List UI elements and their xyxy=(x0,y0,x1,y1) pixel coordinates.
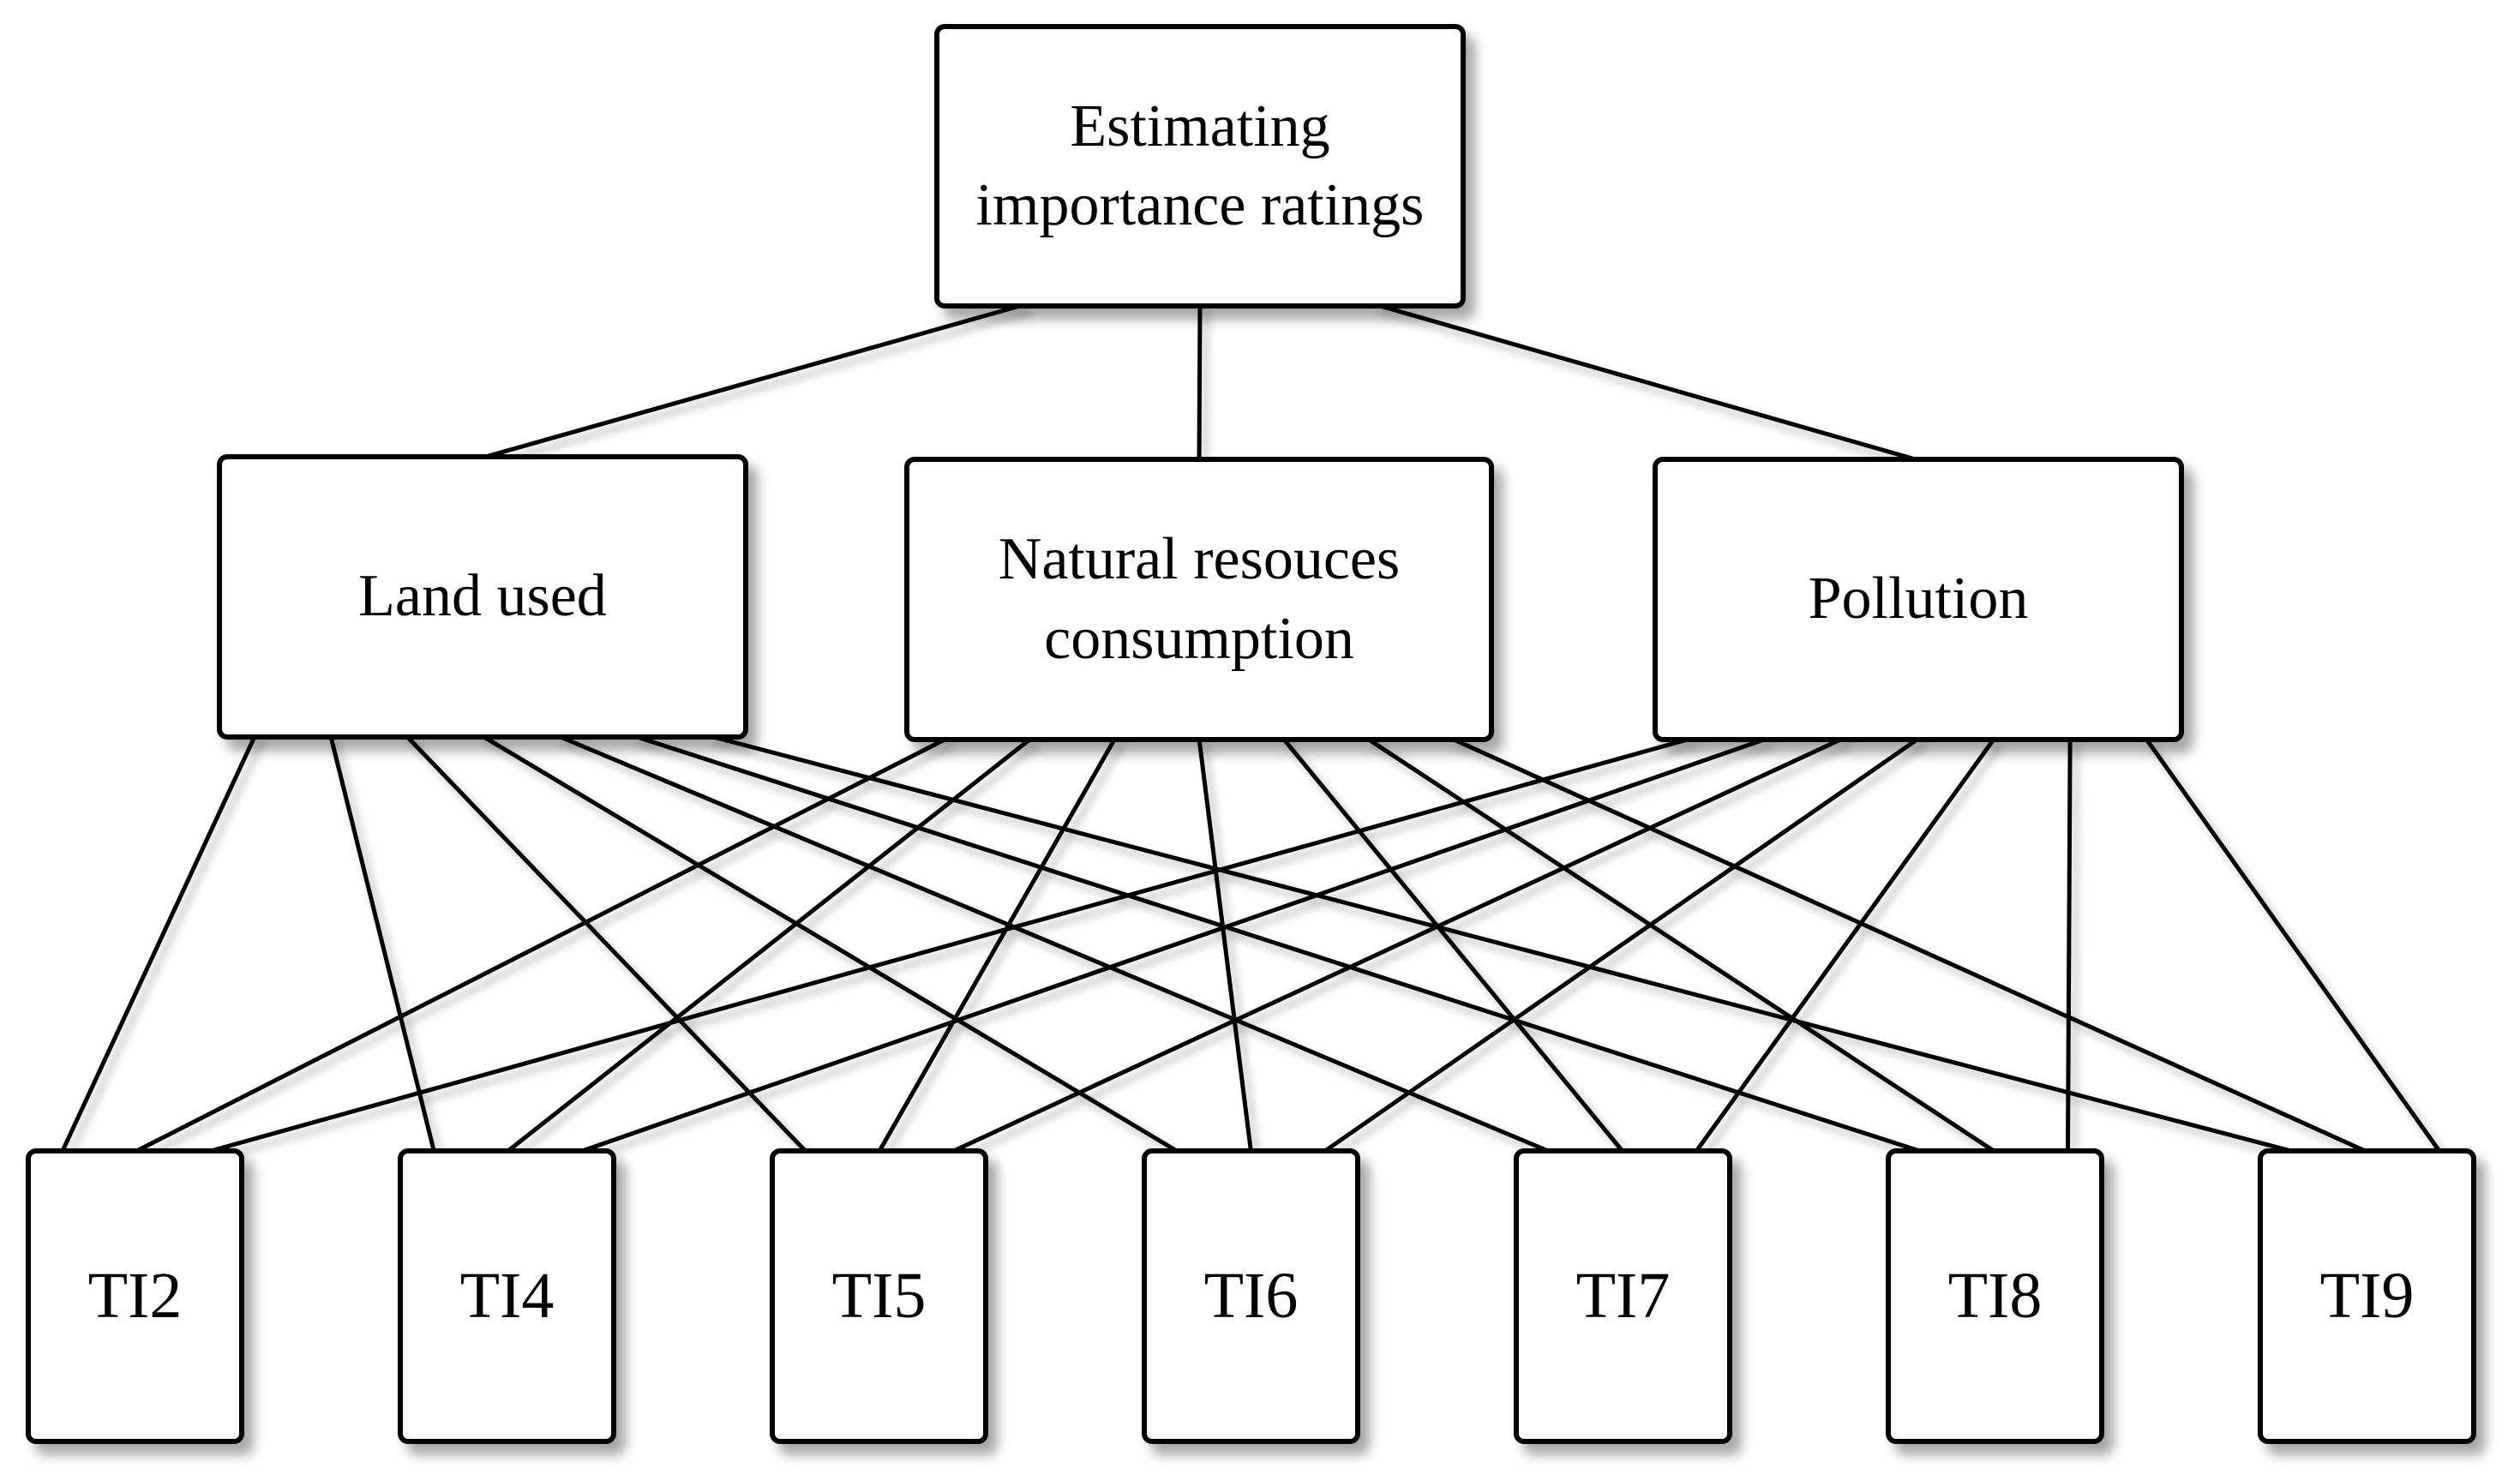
edge-line-land-ti9 xyxy=(708,734,2296,1154)
node-ti7: TI7 xyxy=(1514,1148,1732,1444)
node-label-ti9: TI9 xyxy=(2319,1259,2415,1332)
node-ti2: TI2 xyxy=(26,1148,244,1444)
node-ti8: TI8 xyxy=(1886,1148,2104,1444)
node-ti9: TI9 xyxy=(2258,1148,2476,1444)
node-ti6: TI6 xyxy=(1142,1148,1360,1444)
node-ti5: TI5 xyxy=(770,1148,988,1444)
node-pollution: Pollution xyxy=(1653,457,2184,742)
edge-line-pollution-ti2 xyxy=(206,736,1693,1154)
edge-line-natural-ti7 xyxy=(1281,736,1625,1154)
node-natural: Natural resouces consumption xyxy=(904,457,1494,742)
edge-line-land-ti2 xyxy=(60,734,257,1154)
edge-line-goal-pollution xyxy=(1375,303,1921,463)
edge-line-land-ti4 xyxy=(328,734,436,1154)
edge-line-goal-natural xyxy=(1197,303,1203,463)
node-label-ti5: TI5 xyxy=(831,1259,927,1332)
node-label-natural: Natural resouces consumption xyxy=(998,526,1401,672)
edge-line-pollution-ti9 xyxy=(2144,736,2442,1154)
edge-line-natural-ti9 xyxy=(1449,736,2369,1154)
edge-line-land-ti8 xyxy=(632,734,1924,1154)
edge-line-pollution-ti6 xyxy=(1322,736,1921,1154)
edge-line-pollution-ti7 xyxy=(1694,736,1997,1154)
node-goal: Estimating importance ratings xyxy=(934,24,1466,309)
node-label-ti7: TI7 xyxy=(1575,1259,1671,1332)
edge-line-natural-ti4 xyxy=(505,736,1033,1154)
node-ti4: TI4 xyxy=(398,1148,616,1444)
node-label-ti4: TI4 xyxy=(459,1259,555,1332)
edge-line-goal-land xyxy=(480,303,1025,460)
edge-line-pollution-ti8 xyxy=(2066,736,2073,1154)
edge-line-land-ti7 xyxy=(556,734,1552,1154)
node-label-ti8: TI8 xyxy=(1947,1259,2043,1332)
edge-line-land-ti6 xyxy=(480,734,1180,1154)
node-label-ti6: TI6 xyxy=(1203,1259,1299,1332)
node-label-goal: Estimating importance ratings xyxy=(975,93,1425,238)
edge-line-pollution-ti5 xyxy=(950,736,1845,1154)
edge-line-land-ti5 xyxy=(404,734,808,1154)
node-label-ti2: TI2 xyxy=(87,1259,183,1332)
edge-line-natural-ti8 xyxy=(1365,736,1997,1154)
edge-line-natural-ti5 xyxy=(877,736,1118,1154)
node-label-land: Land used xyxy=(358,563,607,630)
edge-line-natural-ti6 xyxy=(1197,736,1253,1154)
node-land: Land used xyxy=(217,454,748,740)
node-label-pollution: Pollution xyxy=(1808,566,2029,632)
edge-line-natural-ti2 xyxy=(133,736,949,1154)
edge-line-pollution-ti4 xyxy=(578,736,1769,1154)
